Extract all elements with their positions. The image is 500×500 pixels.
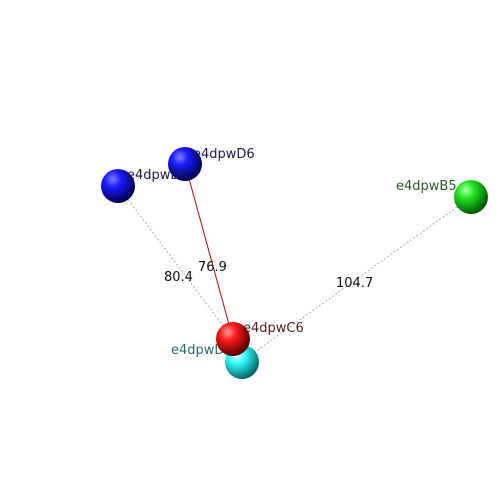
- distance-line-red-green: [240, 196, 472, 363]
- atom-green[interactable]: [454, 180, 488, 214]
- atom-blue-top[interactable]: [168, 147, 202, 181]
- atom-sphere[interactable]: [216, 322, 250, 356]
- atom-sphere[interactable]: [168, 147, 202, 181]
- atom-label-blue-top: e4dpwD6: [193, 147, 255, 162]
- atom-label-blue-left: e4dpwD5: [127, 168, 189, 183]
- distance-label-red-green: 104.7: [336, 276, 373, 291]
- atom-sphere[interactable]: [101, 169, 135, 203]
- atom-label-green: e4dpwB5: [396, 179, 457, 194]
- distance-label-red-blue-left: 80.4: [164, 270, 193, 285]
- atom-sphere[interactable]: [454, 180, 488, 214]
- atom-blue-left[interactable]: [101, 169, 135, 203]
- distance-label-red-blue-top: 76.9: [198, 260, 227, 275]
- atom-label-red: e4dpwC6: [243, 321, 304, 336]
- atom-red[interactable]: [216, 322, 250, 356]
- distance-lines: [117, 163, 472, 363]
- distance-line-red-blue-top: [184, 163, 234, 340]
